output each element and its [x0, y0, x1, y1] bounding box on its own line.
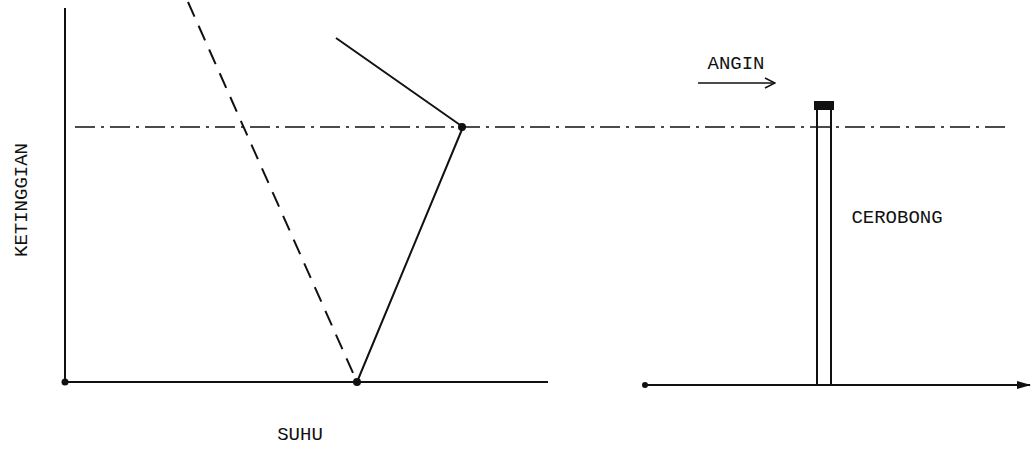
- ground-point: [354, 379, 360, 385]
- height-axis: [64, 8, 66, 382]
- chimney-wall: [816, 106, 818, 385]
- stack-height-line: [75, 126, 1010, 128]
- chimney-label: CEROBONG: [849, 208, 944, 229]
- axis-label: KETINGGIAN: [12, 141, 33, 259]
- ground-start: [643, 383, 647, 387]
- axis-origin: [63, 380, 68, 385]
- adiabatic-lapse-line: [188, 2, 357, 382]
- wind-arrow: [698, 82, 775, 84]
- environment-lapse-line: [336, 38, 463, 382]
- wind-label: ANGIN: [705, 54, 766, 75]
- chimney-wall: [830, 106, 832, 385]
- ground-line: [645, 384, 1030, 386]
- chimney-top: [815, 102, 833, 109]
- axis-label: SUHU: [275, 425, 325, 446]
- temperature-axis: [65, 381, 548, 383]
